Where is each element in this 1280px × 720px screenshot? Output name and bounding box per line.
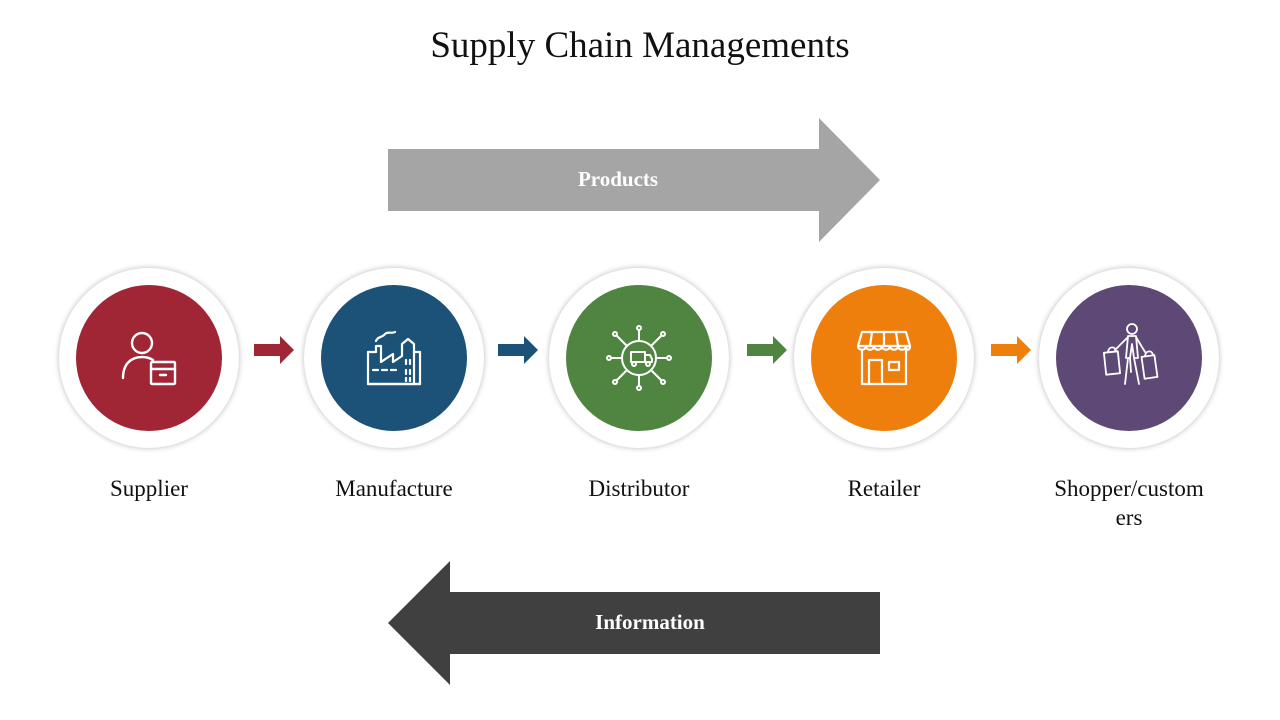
stage-distributor	[549, 268, 729, 448]
stage-label-distributor: Distributor	[588, 476, 690, 501]
retailer-circle	[811, 285, 957, 431]
information-label: Information	[595, 610, 705, 634]
products-label: Products	[577, 167, 659, 191]
flow-arrow-2	[498, 336, 540, 369]
stage-label-supplier: Supplier	[110, 476, 188, 501]
stage-retailer	[794, 268, 974, 448]
flow-arrow-1	[254, 336, 296, 369]
products-arrow	[388, 118, 882, 242]
shopper-with-bags-icon	[1095, 322, 1163, 394]
stage-manufacture	[304, 268, 484, 448]
page-title: Supply Chain Managements	[430, 25, 850, 66]
person-with-box-icon	[117, 326, 181, 390]
stage-label-retailer: Retailer	[847, 476, 921, 501]
supplier-circle	[76, 285, 222, 431]
stage-label-shopper: Shopper/custom ers	[1054, 476, 1204, 530]
factory-icon	[362, 326, 426, 390]
storefront-icon	[852, 326, 916, 390]
manufacture-circle	[321, 285, 467, 431]
distributor-circle	[566, 285, 712, 431]
distribution-network-icon	[605, 324, 673, 392]
stage-label-manufacture: Manufacture	[335, 476, 453, 501]
flow-arrow-3	[747, 336, 789, 369]
stage-supplier	[59, 268, 239, 448]
flow-arrow-4	[991, 336, 1033, 369]
information-arrow	[388, 561, 882, 685]
stage-shopper	[1039, 268, 1219, 448]
shopper-circle	[1056, 285, 1202, 431]
